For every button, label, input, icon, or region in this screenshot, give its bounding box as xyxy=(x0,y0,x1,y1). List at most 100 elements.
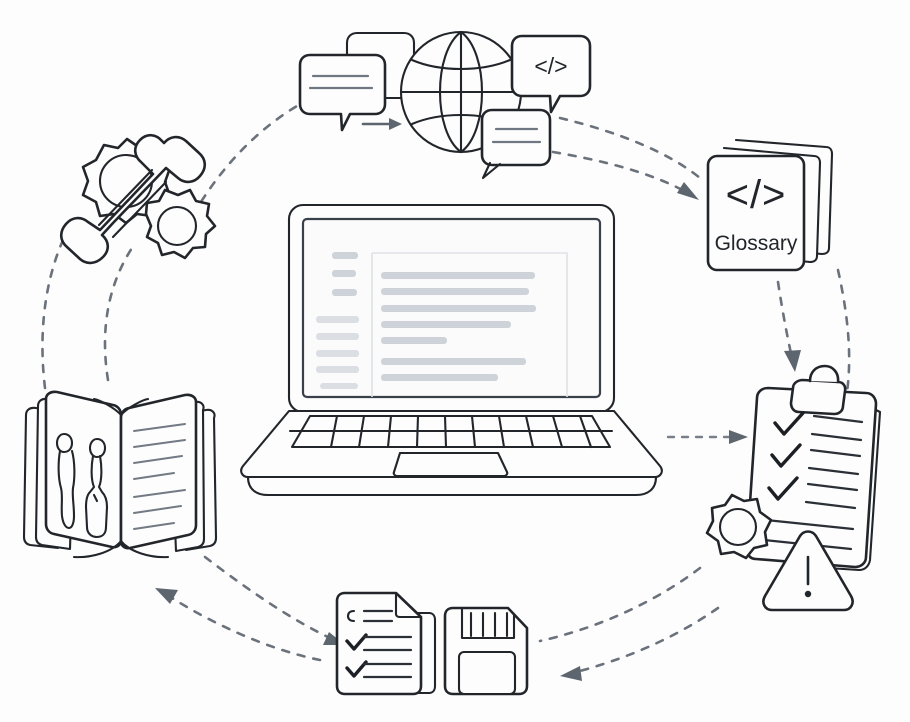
document-folded-corner xyxy=(394,591,423,619)
screen-sidebar-item xyxy=(332,252,358,259)
key-sep xyxy=(524,414,535,449)
manual-text-line xyxy=(133,489,186,498)
laptop-front-lip xyxy=(246,475,658,497)
key-sep xyxy=(329,414,339,449)
clipboard-line xyxy=(810,432,863,442)
manual-text-line xyxy=(133,439,186,448)
arrowhead-review-to-publish xyxy=(560,666,582,681)
arrowhead-laptop-to-review xyxy=(729,430,748,444)
gear-small-hole xyxy=(156,205,198,247)
key-sep xyxy=(415,414,420,449)
clipboard-line xyxy=(809,448,862,458)
screen-content-line xyxy=(381,358,526,365)
screen-content-line xyxy=(381,337,447,344)
warning-exclamation-dot xyxy=(804,590,812,598)
screen-sidebar-item xyxy=(316,333,359,340)
document-partial-check xyxy=(346,609,356,623)
bubble-bottom xyxy=(480,108,552,167)
bubble-code-text: </> xyxy=(534,53,567,79)
floppy-label xyxy=(457,650,517,696)
tool-diagram-handle-1 xyxy=(55,432,74,454)
key-sep xyxy=(578,414,593,449)
glossary-book: </> Glossary xyxy=(706,138,834,272)
floppy-shutter xyxy=(460,606,516,640)
arrowhead-to-glossary xyxy=(677,182,699,200)
manual-left-page xyxy=(44,390,123,549)
tool-diagram-shaft-2 xyxy=(84,454,109,539)
clipboard-clip xyxy=(789,378,847,416)
wrench-shaft-line xyxy=(97,168,154,227)
laptop-deck xyxy=(240,409,663,479)
manual-text-line xyxy=(133,472,175,480)
clipboard-line xyxy=(806,482,859,492)
manual-spine-top xyxy=(92,397,123,417)
arrowhead-to-review xyxy=(784,350,801,372)
key-sep xyxy=(470,414,477,449)
document-and-floppy xyxy=(335,591,529,696)
connector-glossary-to-review-outer xyxy=(836,268,851,394)
tools-gears-wrench xyxy=(59,133,217,265)
clipboard-check xyxy=(770,443,802,468)
screen-sidebar-item xyxy=(320,383,358,389)
wrench-body xyxy=(59,133,207,265)
screen-sidebar-item xyxy=(316,316,359,323)
wrench-shaft-line-2 xyxy=(111,180,168,239)
key-sep xyxy=(497,414,506,449)
screen-sidebar-item xyxy=(316,350,359,357)
document-check xyxy=(345,660,368,678)
connector-manual-to-publish xyxy=(203,555,332,640)
key-sep xyxy=(443,414,448,449)
gear-badge xyxy=(705,493,773,560)
key-sep xyxy=(551,414,564,449)
clipboard-check xyxy=(773,411,805,436)
screen-content-pane xyxy=(372,252,568,397)
glossary-code-text: </> xyxy=(726,173,787,217)
gear-small-body xyxy=(144,188,217,260)
connector-translation-to-glossary-outer xyxy=(558,116,702,180)
clipboard-clip-ring xyxy=(808,364,840,384)
manual-text-line xyxy=(133,423,186,432)
clipboard-line xyxy=(812,414,864,424)
connector-review-to-publish-outer xyxy=(538,566,702,643)
key-sep xyxy=(386,414,393,449)
bubble-bottom-tail xyxy=(481,161,502,180)
document-check xyxy=(345,633,368,651)
manual-spine-bottom-right xyxy=(119,539,170,559)
manual-text-line xyxy=(133,522,175,530)
tool-diagram-shaft-1 xyxy=(57,449,76,530)
bubble-left xyxy=(298,53,387,132)
globe-speech-bubbles: </> xyxy=(298,30,592,180)
screen-sidebar-item xyxy=(316,366,359,373)
clipboard-check xyxy=(767,476,799,501)
manual-spine-bottom xyxy=(72,539,123,559)
manual-text-line xyxy=(133,455,183,464)
laptop-trackpad xyxy=(392,451,509,478)
screen-content-line xyxy=(381,321,511,328)
bubble-code xyxy=(510,34,592,114)
key-sep xyxy=(357,414,366,449)
screen-content-line xyxy=(381,374,498,381)
tool-diagram-detail xyxy=(92,493,99,503)
clipboard-line xyxy=(807,466,860,476)
globe-latitude-top xyxy=(410,58,512,70)
connector-manual-to-tools-inner xyxy=(103,246,134,382)
glossary-title-text: Glossary xyxy=(715,232,798,255)
screen-sidebar-item xyxy=(332,270,356,277)
manual-text-line xyxy=(133,505,182,514)
clipboard-line xyxy=(764,518,855,531)
gear-badge-hole xyxy=(718,507,758,547)
clipboard-checklist xyxy=(705,364,882,612)
screen-content-line xyxy=(381,272,535,279)
screen-content-line xyxy=(381,288,529,295)
laptop-editor xyxy=(240,203,663,497)
connector-translation-to-glossary xyxy=(551,150,688,194)
connector-publish-to-manual xyxy=(170,596,322,662)
tool-diagram-handle-2 xyxy=(88,437,107,459)
connector-layer xyxy=(41,88,851,681)
screen-sidebar-item xyxy=(332,289,357,296)
screen-content-line xyxy=(381,305,536,312)
arrowhead-bubble-to-globe xyxy=(389,118,402,130)
manual-spine-top-right xyxy=(119,397,150,417)
